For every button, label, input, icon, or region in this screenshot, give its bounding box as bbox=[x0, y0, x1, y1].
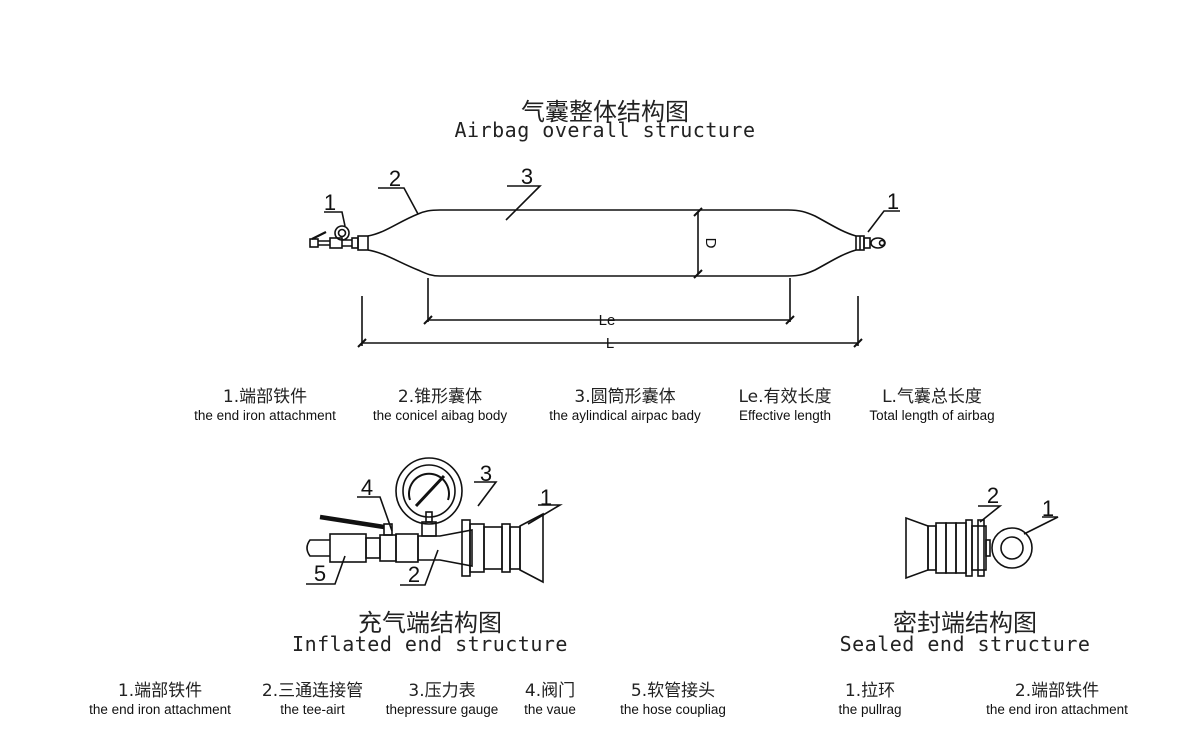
overall-title-cn: 气囊整体结构图 bbox=[521, 98, 689, 126]
legend-cn: 2.三通连接管 bbox=[261, 681, 364, 701]
callout-body: 3 bbox=[521, 164, 533, 189]
sealed-title-cn: 密封端结构图 bbox=[893, 609, 1037, 637]
legend-en: the hose coupliag bbox=[620, 702, 726, 717]
legend-en: Total length of airbag bbox=[869, 408, 995, 423]
inflated-callout-hose: 5 bbox=[314, 561, 326, 586]
sealed-end-diagram bbox=[905, 505, 1059, 580]
inflated-title-cn: 充气端结构图 bbox=[358, 609, 502, 637]
legend-en: the aylindical airpac bady bbox=[549, 408, 701, 423]
legend-cn: 3.圆筒形囊体 bbox=[574, 387, 676, 407]
legend-cn: 2.端部铁件 bbox=[1014, 681, 1100, 701]
sealed-legend-item: 2.端部铁件 the end iron attachment bbox=[967, 676, 1147, 717]
legend-cn: 5.软管接头 bbox=[630, 681, 716, 701]
overall-legend-item: L.气囊总长度 Total length of airbag bbox=[852, 382, 1012, 423]
overall-legend-item: Le.有效长度 Effective length bbox=[720, 382, 850, 423]
legend-en: the pullrag bbox=[838, 702, 902, 717]
inflated-callout-valve: 4 bbox=[361, 475, 373, 500]
overall-legend-item: 2.锥形囊体 the conicel aibag body bbox=[355, 382, 525, 423]
overall-title-en: Airbag overall structure bbox=[454, 118, 756, 142]
inflated-legend-item: 5.软管接头 the hose coupliag bbox=[598, 676, 748, 717]
dimension-le-label: Le bbox=[599, 312, 616, 329]
legend-en: Effective length bbox=[738, 408, 832, 423]
sealed-callout-pullring: 1 bbox=[1042, 496, 1054, 521]
inflated-callout-end: 1 bbox=[540, 485, 552, 510]
inflated-callout-gauge: 3 bbox=[480, 461, 492, 486]
inflated-legend-item: 1.端部铁件 the end iron attachment bbox=[70, 676, 250, 717]
inflated-legend-item: 4.阀门 the vaue bbox=[512, 676, 588, 717]
dimension-d-label: D bbox=[702, 238, 719, 249]
legend-en: the vaue bbox=[524, 702, 576, 717]
legend-cn: 4.阀门 bbox=[524, 681, 576, 701]
inflated-callout-tee: 2 bbox=[408, 562, 420, 587]
legend-en: the end iron attachment bbox=[194, 408, 336, 423]
legend-cn: 1.拉环 bbox=[844, 681, 896, 701]
sealed-callout-end: 2 bbox=[987, 483, 999, 508]
sealed-title-en: Sealed end structure bbox=[839, 632, 1091, 656]
overall-legend-item: 1.端部铁件 the end iron attachment bbox=[175, 382, 355, 423]
legend-en: the tee-airt bbox=[280, 702, 345, 717]
legend-cn: 1.端部铁件 bbox=[222, 387, 308, 407]
legend-en: the end iron attachment bbox=[986, 702, 1128, 717]
airbag-overall-diagram bbox=[309, 185, 900, 348]
legend-en: the conicel aibag body bbox=[372, 408, 508, 423]
legend-en: the end iron attachment bbox=[89, 702, 231, 717]
inflated-title-en: Inflated end structure bbox=[292, 632, 568, 656]
dimension-l-label: L bbox=[606, 335, 614, 352]
inflated-legend-item: 2.三通连接管 the tee-airt bbox=[245, 676, 380, 717]
legend-en: thepressure gauge bbox=[385, 702, 499, 717]
sealed-legend-item: 1.拉环 the pullrag bbox=[830, 676, 910, 717]
overall-legend-item: 3.圆筒形囊体 the aylindical airpac bady bbox=[530, 382, 720, 423]
callout-end-right: 1 bbox=[887, 189, 899, 214]
legend-cn: 3.压力表 bbox=[408, 681, 476, 701]
inflated-legend-item: 3.压力表 thepressure gauge bbox=[374, 676, 510, 717]
legend-cn: L.气囊总长度 bbox=[882, 387, 982, 407]
legend-cn: 2.锥形囊体 bbox=[397, 387, 483, 407]
inflated-end-diagram bbox=[306, 457, 563, 586]
callout-cone: 2 bbox=[389, 166, 401, 191]
callout-end-left: 1 bbox=[324, 190, 336, 215]
legend-cn: Le.有效长度 bbox=[738, 387, 832, 407]
legend-cn: 1.端部铁件 bbox=[117, 681, 203, 701]
